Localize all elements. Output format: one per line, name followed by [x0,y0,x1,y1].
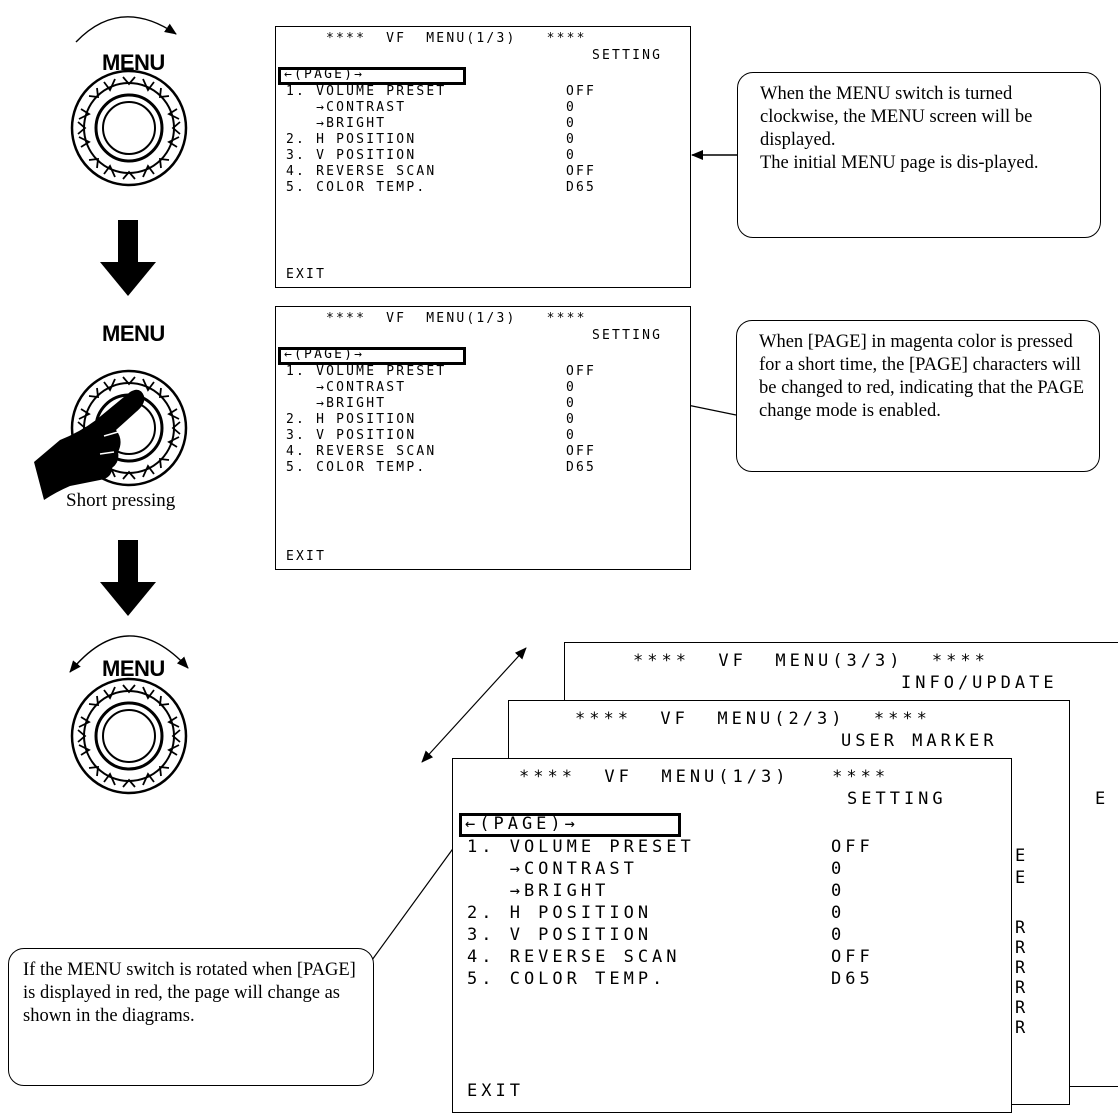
page2-peek: E [1015,846,1030,866]
menu-knob-3 [70,677,188,795]
page-change-double-arrow [421,647,527,763]
screen2-item-value: 0 [566,412,577,427]
knob-1-label: MENU [102,50,165,75]
callout-page-rotate: If the MENU switch is rotated when [PAGE… [8,948,374,1086]
short-press-caption: Short pressing [66,490,176,511]
screen2-item-label: 5. COLOR TEMP. [286,460,427,475]
screen1-subtitle: SETTING [592,48,663,63]
screen2-item-label: 1. VOLUME PRESET [286,364,447,379]
screen1-item-label: →BRIGHT [286,116,387,131]
page1-subtitle: SETTING [847,789,947,809]
screen1-item-label: 2. H POSITION [286,132,417,147]
page1-item-value: 0 [831,881,846,901]
page1-item-value: OFF [831,837,874,857]
page3-subtitle: INFO/UPDATE [901,673,1058,693]
page2-subtitle: USER MARKER [841,731,998,751]
screen1-item-label: →CONTRAST [286,100,407,115]
rotate-clockwise-arrow [75,16,177,43]
page2-peek: R [1015,938,1030,958]
finger-press-icon [34,389,145,500]
knob-2-label: MENU [102,321,165,346]
page2-peek: R [1015,998,1030,1018]
screen1-item-label: 4. REVERSE SCAN [286,164,437,179]
screen1-item-value: OFF [566,84,597,99]
page1-item-value: OFF [831,947,874,967]
menu-knob-1 [70,69,188,187]
page2-peek: R [1015,958,1030,978]
page2-title: **** VF MENU(2/3) **** [575,709,931,729]
page1-item-value: 0 [831,859,846,879]
screen2-item-label: →BRIGHT [286,396,387,411]
page2-peek: R [1015,978,1030,998]
screen1-item-value: D65 [566,180,597,195]
screen1-page-box [278,67,466,85]
screen2-page-box [278,347,466,365]
knob-3-label: MENU [102,656,165,681]
screen1-item-value: 0 [566,132,577,147]
screen2-page-row: ←(PAGE)→ [284,347,365,362]
screen1-item-label: 1. VOLUME PRESET [286,84,447,99]
menu-screen-1: **** VF MENU(1/3) **** SETTING ←(PAGE)→ … [275,26,691,288]
page3-title: **** VF MENU(3/3) **** [633,651,989,671]
page1-item-value: 0 [831,903,846,923]
page3-peek: E [1095,789,1110,809]
screen2-item-label: →CONTRAST [286,380,407,395]
page1-item-label: 3. V POSITION [467,925,653,945]
callout-page-press: When [PAGE] in magenta color is pressed … [736,320,1100,472]
screen1-item-value: OFF [566,164,597,179]
screen2-item-label: 4. REVERSE SCAN [286,444,437,459]
menu-page-1: **** VF MENU(1/3) **** SETTING ←(PAGE)→ … [452,758,1012,1113]
page1-item-label: →BRIGHT [467,881,610,901]
screen2-item-label: 2. H POSITION [286,412,417,427]
page1-page-box [459,813,681,837]
screen1-item-value: 0 [566,116,577,131]
rotate-both-arrow [69,635,189,673]
screen2-exit: EXIT [286,549,327,564]
screen2-item-value: OFF [566,444,597,459]
screen1-item-value: 0 [566,148,577,163]
screen1-item-label: 5. COLOR TEMP. [286,180,427,195]
page1-item-value: D65 [831,969,874,989]
page1-item-label: →CONTRAST [467,859,638,879]
page1-item-label: 4. REVERSE SCAN [467,947,681,967]
page1-item-label: 5. COLOR TEMP. [467,969,667,989]
page1-exit: EXIT [467,1081,524,1101]
screen1-item-value: 0 [566,100,577,115]
page2-peek: R [1015,1018,1030,1038]
page1-page-row: ←(PAGE)→ [465,814,579,834]
screen2-item-value: 0 [566,380,577,395]
page2-peek: E [1015,868,1030,888]
screen1-title: **** VF MENU(1/3) **** [326,31,587,46]
screen2-subtitle: SETTING [592,328,663,343]
screen1-item-label: 3. V POSITION [286,148,417,163]
menu-screen-2: **** VF MENU(1/3) **** SETTING ←(PAGE)→ … [275,306,691,570]
page1-item-label: 2. H POSITION [467,903,653,923]
screen2-title: **** VF MENU(1/3) **** [326,311,587,326]
screen2-item-value: 0 [566,396,577,411]
screen2-item-value: D65 [566,460,597,475]
screen1-exit: EXIT [286,267,327,282]
page1-title: **** VF MENU(1/3) **** [519,767,890,787]
down-arrow-1 [100,220,156,296]
down-arrow-2 [100,540,156,616]
screen1-page-row: ←(PAGE)→ [284,67,365,82]
page1-item-label: 1. VOLUME PRESET [467,837,695,857]
callout-menu-turn: When the MENU switch is turned clockwise… [737,72,1101,238]
screen2-item-value: 0 [566,428,577,443]
screen2-item-label: 3. V POSITION [286,428,417,443]
page1-item-value: 0 [831,925,846,945]
page2-peek: R [1015,918,1030,938]
screen2-item-value: OFF [566,364,597,379]
